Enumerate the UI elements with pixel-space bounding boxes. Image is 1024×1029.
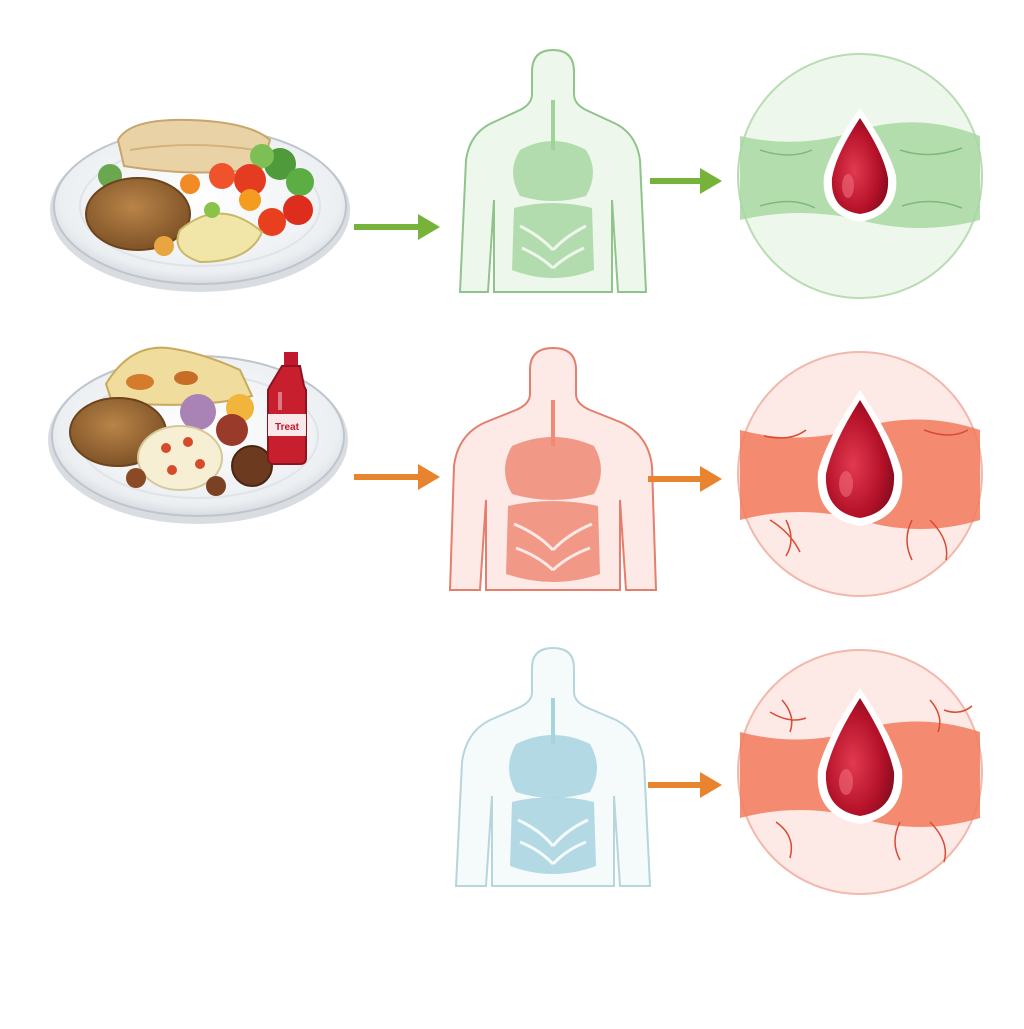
bottle-label: Treat — [275, 422, 300, 433]
healthy-plate — [50, 118, 350, 292]
row-outcome — [454, 646, 983, 895]
blood-vessel-circle-outcome — [737, 649, 983, 895]
soda-bottle-icon: Treat — [267, 352, 307, 465]
blood-drop-icon — [817, 390, 903, 526]
row-healthy — [50, 48, 983, 299]
blood-drop-icon — [817, 688, 903, 824]
blood-vessel-circle-unhealthy — [737, 351, 983, 597]
arrow-plate-to-body-unhealthy — [354, 464, 440, 490]
arrow-body-to-blood-healthy — [650, 168, 722, 194]
arrow-body-to-blood-outcome — [648, 772, 722, 798]
body-torso-unhealthy — [448, 346, 658, 591]
blood-vessel-circle-healthy — [737, 53, 983, 299]
body-torso-outcome — [454, 646, 652, 887]
row-unhealthy: Treat — [48, 346, 983, 597]
body-torso-healthy — [458, 48, 648, 293]
junk-food-plate: Treat — [48, 346, 348, 524]
arrow-body-to-blood-unhealthy — [648, 466, 722, 492]
arrow-plate-to-body-healthy — [354, 214, 440, 240]
blood-drop-icon — [823, 108, 897, 222]
